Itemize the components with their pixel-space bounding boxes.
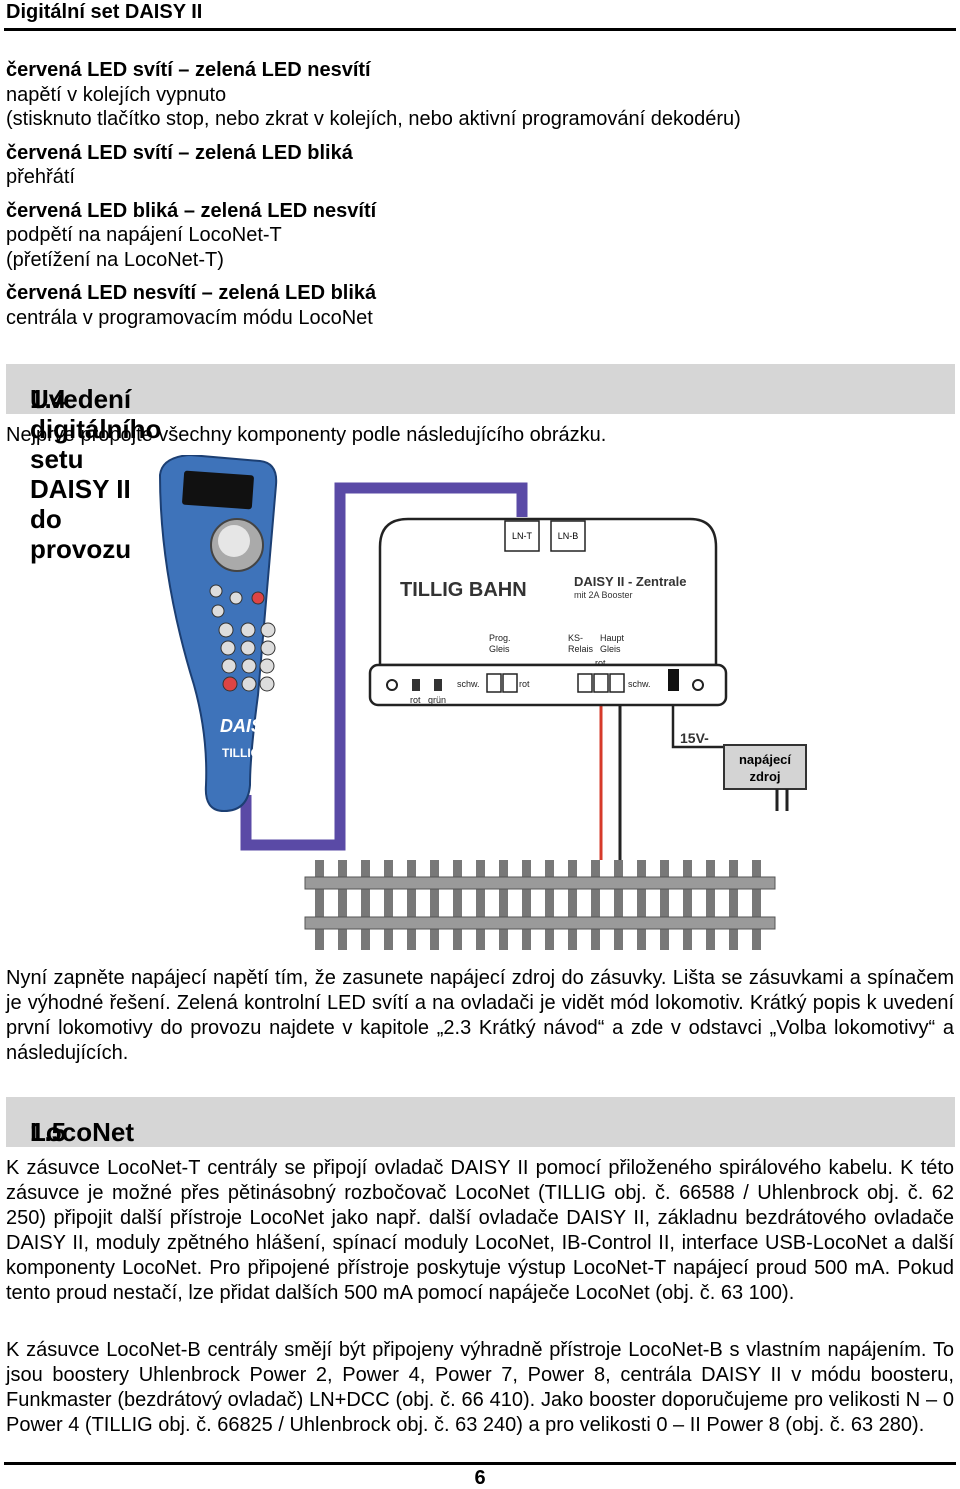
svg-text:grün: grün	[428, 695, 446, 705]
track-rail-top	[304, 876, 776, 890]
central-title: DAISY II - Zentrale	[574, 574, 686, 589]
svg-text:schw.: schw.	[628, 679, 651, 689]
track-sleepers	[315, 860, 761, 950]
paragraph-power-on: Nyní zapněte napájecí napětí tím, že zas…	[6, 967, 954, 1064]
svg-text:Gleis: Gleis	[489, 644, 510, 654]
led-state-title: červená LED nesvítí – zelená LED bliká	[6, 282, 377, 304]
mount-hole-right	[692, 679, 704, 691]
controller-keypad	[209, 584, 276, 692]
led-state-item: červená LED svítí – zelená LED bliká pře…	[6, 141, 956, 190]
section-number: 1.5	[30, 1117, 67, 1147]
central-unit: LN-T LN-B TILLIG BAHN DAISY II - Zentral…	[368, 517, 728, 707]
handheld-controller: DAISY II TILLIG BAHN	[158, 455, 298, 813]
section-title: LocoNet	[30, 1117, 134, 1147]
led-state-line: (přetížení na LocoNet-T)	[6, 248, 224, 271]
central-terminal-labels: Prog. Gleis KS- Relais Haupt Gleis schw.…	[410, 633, 651, 705]
led-state-item: červená LED svítí – zelená LED nesvítí n…	[6, 58, 956, 132]
loconet-cable	[240, 482, 528, 851]
connection-diagram: DAISY II TILLIG BAHN LN-T LN-B TILLIG BA…	[158, 455, 807, 950]
svg-text:Haupt: Haupt	[600, 633, 625, 643]
svg-text:KS-: KS-	[568, 633, 583, 643]
led-state-item: červená LED nesvítí – zelená LED bliká c…	[6, 281, 956, 330]
led-state-line: podpětí na napájení LocoNet-T	[6, 224, 282, 246]
svg-text:Relais: Relais	[568, 644, 594, 654]
intro-paragraph: Nejprve propojte všechny komponenty podl…	[6, 424, 607, 446]
footer-rule	[4, 1462, 956, 1465]
header-rule	[4, 28, 956, 31]
section-title: Uvedení digitálního setu DAISY II do pro…	[30, 384, 162, 564]
running-header: Digitální set DAISY II	[6, 1, 203, 23]
paragraph-loconet-b: K zásuvce LocoNet-B centrály smějí být p…	[6, 1339, 954, 1436]
controller-brand: TILLIG BAHN	[222, 746, 298, 760]
svg-text:zdroj: zdroj	[749, 769, 780, 784]
svg-text:LN-B: LN-B	[558, 531, 579, 541]
svg-text:Gleis: Gleis	[600, 644, 621, 654]
svg-text:rot: rot	[519, 679, 530, 689]
power-supply: napájecí zdroj	[723, 744, 807, 811]
led-state-title: červená LED bliká – zelená LED nesvítí	[6, 199, 377, 222]
led-red	[412, 679, 420, 691]
svg-text:rot: rot	[595, 658, 606, 668]
svg-text:Prog.: Prog.	[489, 633, 511, 643]
svg-text:schw.: schw.	[457, 679, 480, 689]
led-state-list: červená LED svítí – zelená LED nesvítí n…	[6, 58, 956, 330]
svg-text:LN-T: LN-T	[512, 531, 533, 541]
paragraph-loconet-t: K zásuvce LocoNet-T centrály se připojí …	[6, 1157, 954, 1304]
led-state-title: červená LED svítí – zelená LED bliká	[6, 141, 353, 164]
led-state-line: centrála v programovacím módu LocoNet	[6, 306, 373, 329]
port-ln-b	[550, 520, 586, 552]
page-number: 6	[474, 1467, 486, 1489]
power-jack	[668, 669, 679, 691]
central-brand: TILLIG BAHN	[400, 579, 527, 601]
led-state-line: napětí v kolejích vypnuto	[6, 83, 227, 106]
led-state-line: přehřátí	[6, 166, 75, 188]
controller-label: DAISY II	[220, 716, 291, 736]
led-state-title: červená LED svítí – zelená LED nesvítí	[6, 59, 371, 81]
mount-hole-left	[386, 679, 398, 691]
section-number: 1.4	[30, 384, 67, 414]
svg-text:rot: rot	[410, 695, 421, 705]
track-rail-bottom	[304, 916, 776, 930]
voltage-label: 15V-	[680, 730, 709, 746]
controller-display	[182, 470, 254, 510]
port-ln-t	[504, 520, 540, 552]
led-state-line: (stisknuto tlačítko stop, nebo zkrat v k…	[6, 108, 741, 130]
track	[304, 860, 776, 950]
led-green	[434, 679, 442, 691]
central-terminal-strip	[368, 663, 728, 707]
central-subtitle: mit 2A Booster	[574, 590, 633, 600]
central-screw-terminals	[486, 673, 625, 693]
svg-text:napájecí: napájecí	[739, 752, 791, 767]
led-state-item: červená LED bliká – zelená LED nesvítí p…	[6, 199, 956, 273]
